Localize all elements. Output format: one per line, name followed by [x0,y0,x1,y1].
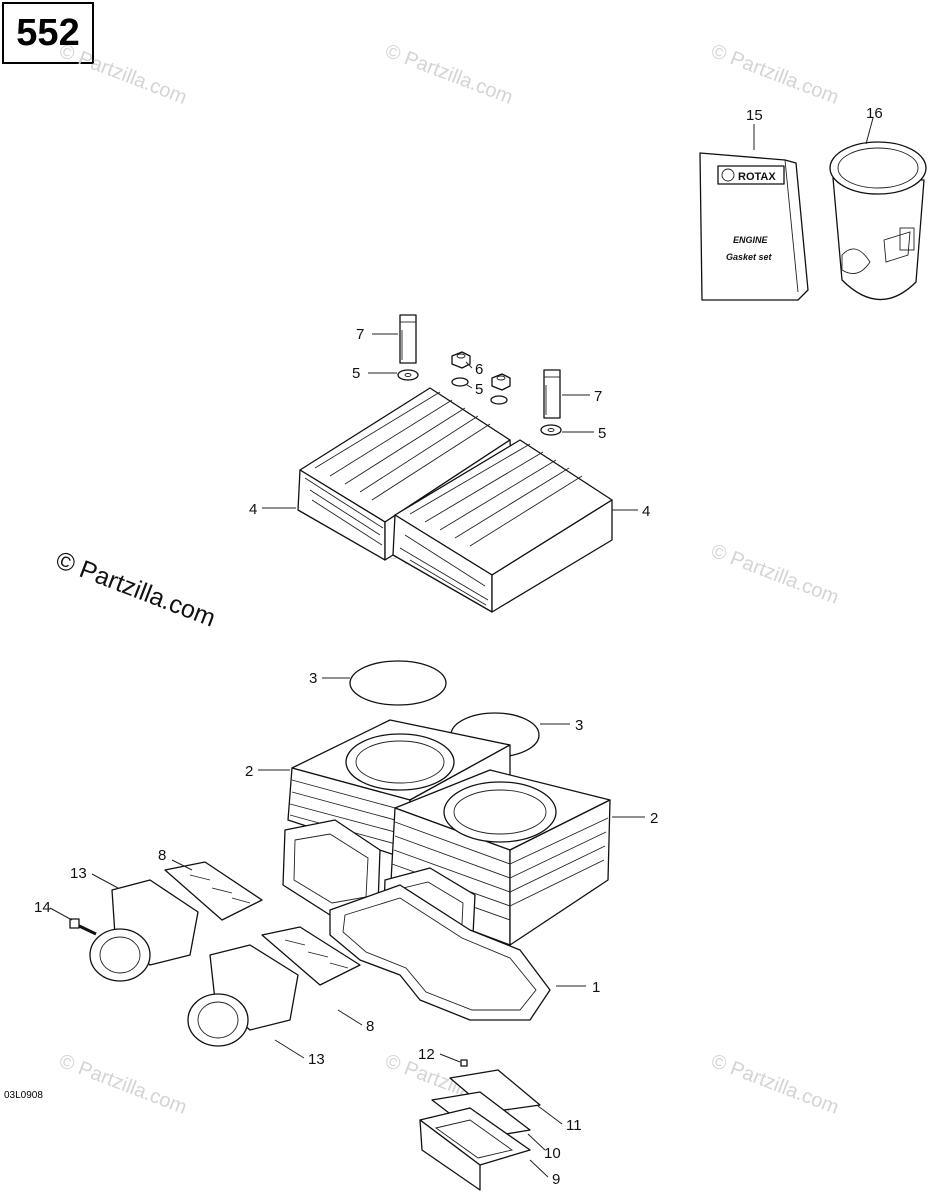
o-ring-left [349,660,447,706]
callout-4: 4 [249,501,257,518]
callout-5: 5 [352,365,360,382]
callout-8: 8 [158,847,166,864]
callout-8: 8 [366,1018,374,1035]
intake-manifold-upper [89,879,199,982]
reed-valve-block [419,1107,531,1191]
callout-4: 4 [642,503,650,520]
stud-left [399,314,417,364]
callout-2: 2 [245,763,253,780]
leader-lines [49,117,874,1178]
drawing-code: 03L0908 [4,1090,43,1101]
callout-6: 6 [475,361,483,378]
callout-16: 16 [866,105,883,122]
washer-middle [451,377,508,405]
gasket-set-line1: ENGINE [733,235,769,245]
screw [69,918,97,936]
reed-gasket-lower [261,926,361,986]
callout-3: 3 [575,717,583,734]
callout-14: 14 [34,899,51,916]
base-gasket [329,884,551,1021]
callout-labels: 15 16 7 5 6 5 7 5 4 4 3 3 2 2 8 13 14 1 … [34,105,883,1188]
callout-9: 9 [552,1171,560,1188]
gasket-set-brand: ROTAX [738,171,776,183]
washer-left [397,369,419,381]
washer-right [540,424,562,436]
page-number: 552 [16,11,80,54]
reed-gasket-upper [164,861,263,921]
callout-5: 5 [598,425,606,442]
intake-manifold-lower [187,944,299,1047]
callout-7: 7 [356,326,364,343]
stud-right [543,369,561,419]
callout-12: 12 [418,1046,435,1063]
callout-13: 13 [70,865,87,882]
callout-1: 1 [592,979,600,996]
gasket-set-line2: Gasket set [726,252,773,262]
callout-11: 11 [566,1117,582,1134]
page-number-box: 552 [2,2,94,64]
callout-7: 7 [594,388,602,405]
cylinder-sleeve [829,141,927,301]
callout-15: 15 [746,107,763,124]
gasket-set-package: ROTAX ENGINE Gasket set [699,152,809,301]
stop-screw [460,1059,468,1067]
callout-10: 10 [544,1145,561,1162]
callout-13: 13 [308,1051,325,1068]
callout-2: 2 [650,810,658,827]
callout-5: 5 [475,381,483,398]
nut-pair [451,351,511,391]
cylinder-head-right [392,439,613,613]
callout-3: 3 [309,670,317,687]
